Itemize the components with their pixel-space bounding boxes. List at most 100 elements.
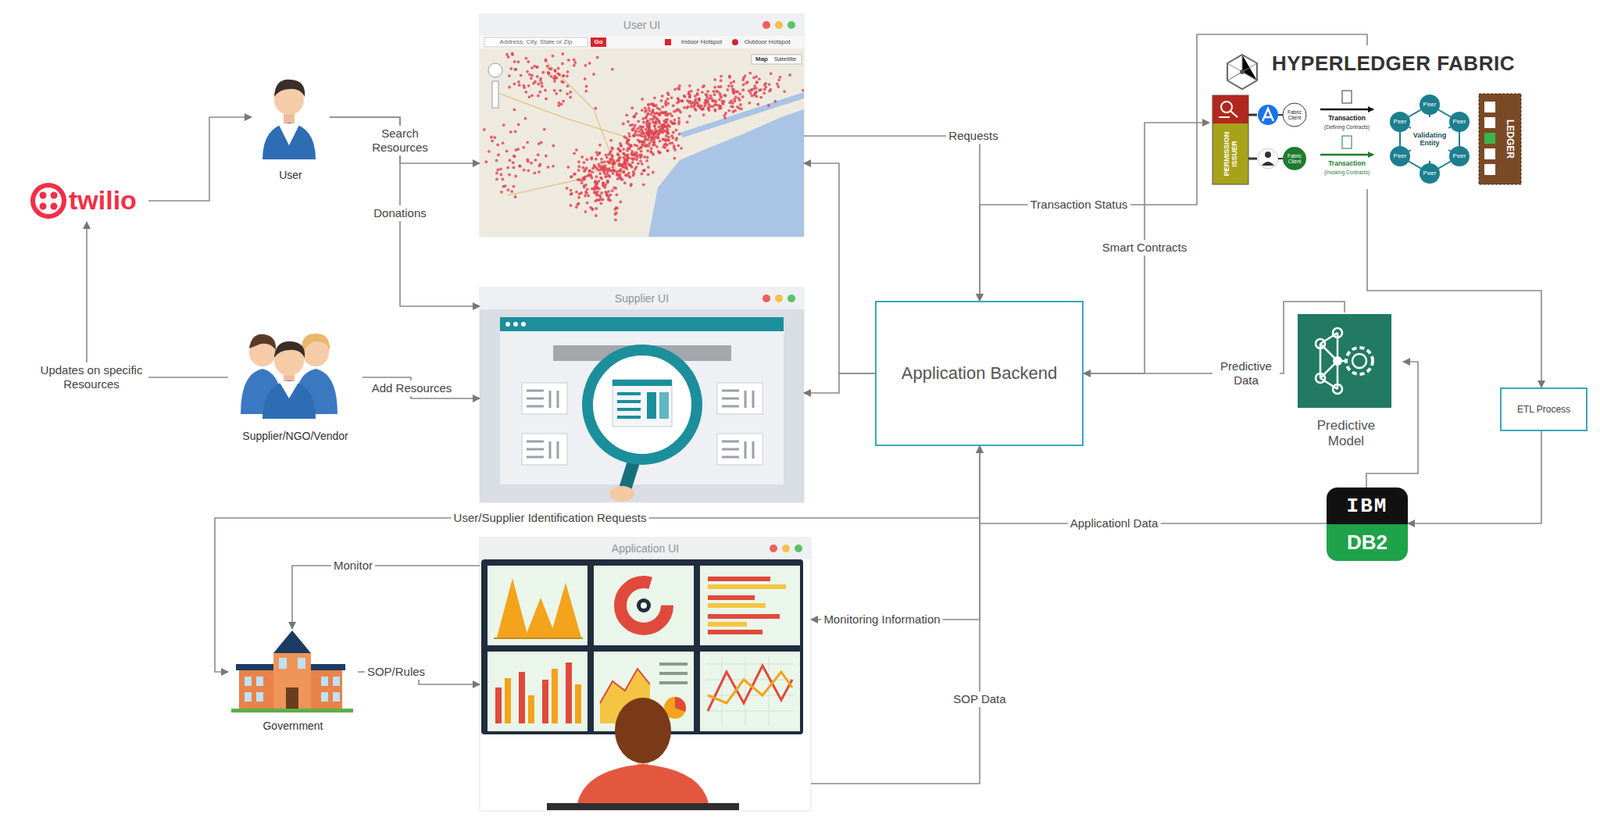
user-ui-window [611,171,615,175]
user-ui-window [485,160,489,164]
user-ui-window [696,104,700,108]
user-ui-window [522,85,526,90]
user-ui-window [567,165,571,169]
fabric-illustration [1389,94,1470,184]
government-building [332,692,340,702]
edge-label: Transaction Status [1028,196,1131,213]
user-ui-window [673,157,677,161]
government-building [285,687,299,710]
user-ui-window [583,194,587,198]
peer-label: Peer [1393,117,1408,125]
user-ui-window [652,135,656,140]
user-ui-window [615,207,619,211]
user-ui-window [526,60,530,64]
fabric-illustration [1342,90,1352,104]
user-ui-window [621,171,625,175]
user-ui-window [598,193,602,197]
user-ui-window [538,164,542,168]
predictive-model-icon [1332,384,1343,394]
user-ui-window [573,172,577,176]
user-ui-window [742,83,746,87]
fabric-illustration [1261,161,1275,166]
user-ui-window [639,150,643,154]
user-ui-window [645,159,649,163]
user-ui-window [691,101,695,105]
user-ui-window [685,120,690,124]
user-ui-window [679,92,804,138]
user-ui-window [546,71,550,75]
application-ui-window [620,582,668,629]
user-ui-window [614,218,618,222]
user-ui-window [479,14,804,36]
supplier-ui-window [617,393,641,418]
user-ui-window [557,67,561,71]
supplier-ui-window [609,485,635,502]
user-ui-window [670,96,674,100]
user-ui-window [688,95,692,99]
user-ui-window [635,157,639,161]
user-ui-window [569,189,573,193]
twilio-logo [50,192,58,200]
user-ui-window [661,137,665,141]
window-node: Supplier UI [479,287,804,503]
fabric-illustration [1389,146,1411,167]
user-ui-window [619,144,623,148]
user-ui-window [610,146,615,150]
application-ui-window [487,565,588,646]
supplier-ui-window [513,321,518,327]
user-ui-window [583,168,587,172]
user-ui-window [566,70,570,74]
fabric-part: Transaction [1328,160,1366,168]
user-ui-window [611,161,615,165]
twilio-logo [39,192,47,200]
user-ui-window [676,97,680,101]
user-ui-window [575,205,579,209]
connector [214,446,980,672]
user-ui-window [517,80,521,84]
user-ui-window [507,85,511,90]
window-title: User UI [623,14,661,36]
application-ui-window [593,565,694,646]
user-ui-window [539,77,543,81]
user-ui-window [754,75,758,79]
user-ui-window [517,60,521,64]
user-ui-window [646,172,650,176]
fabric-illustration [1221,101,1233,113]
fabric-illustration [1342,135,1352,149]
user-ui-window [546,64,550,68]
user-ui-window [633,124,637,128]
user-ui-window [728,75,732,79]
user-ui-window [528,72,532,76]
user-ui-window [756,103,760,107]
fabric-illustration [1257,104,1279,125]
user-ui-window [659,111,663,115]
user-ui-window [639,133,643,137]
user-ui-window [517,83,522,87]
user-ui-window [584,210,588,214]
user-ui-window [537,142,541,146]
user-ui-window [524,117,528,121]
user-ui-window [670,134,674,138]
user-ui-window [617,157,621,161]
user-ui-window [553,68,558,72]
user-ui-window [641,117,645,121]
user-ui-window [587,169,591,173]
user-ui-window [625,156,629,160]
user-ui-window [644,109,648,113]
user-ui-window [731,105,735,109]
user-ui-window [580,155,584,159]
predictive-model-icon [1346,347,1373,375]
fabric-illustration [1212,95,1249,124]
user-ui-window [640,172,644,176]
connector [979,446,1327,524]
supplier-ui-window [500,317,784,332]
user-ui-window [732,110,736,114]
fabric-part: (Invoking Contracts) [1324,169,1370,175]
user-ui-window [479,48,804,237]
user-ui-window [660,125,665,129]
user-ui-window [605,193,609,197]
user-ui-window [729,81,733,85]
application-ui-window [782,544,790,553]
fabric-illustration [1218,110,1238,118]
user-ui-window [519,74,523,78]
